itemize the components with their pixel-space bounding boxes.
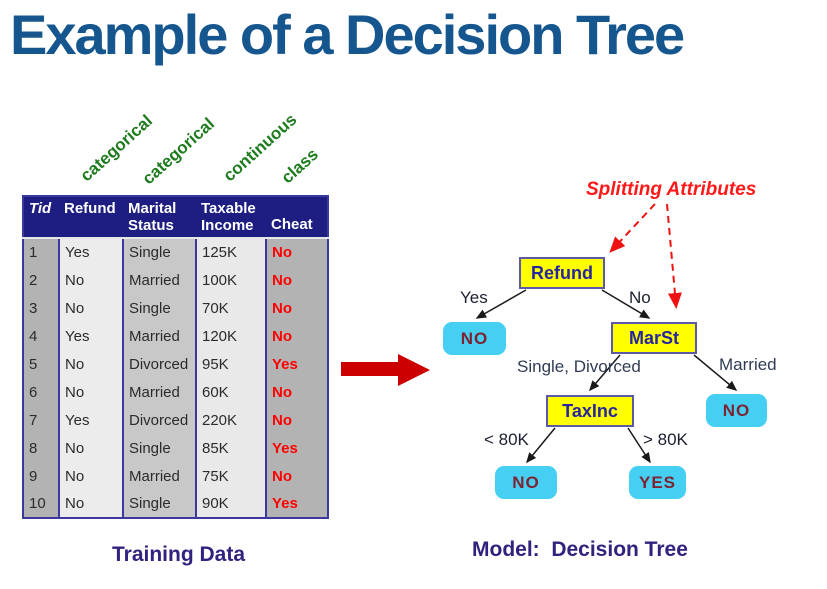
table-header-row: Tid Refund Marital Status Taxable Income… [23,196,328,239]
cell-refund: No [58,462,123,490]
cell-cheat: No [265,462,328,490]
table-row: 7 Yes Divorced 220K No [23,406,328,434]
cell-refund: No [58,378,123,406]
cell-tid: 1 [23,238,59,266]
column-header-refund: Refund [59,196,123,239]
cell-marital-status: Single [122,294,196,322]
table-row: 4 Yes Married 120K No [23,322,328,350]
cell-marital-status: Married [122,462,196,490]
cell-refund: Yes [58,238,123,266]
table-row: 3 No Single 70K No [23,294,328,322]
cell-refund: No [58,294,123,322]
leaf-no-low-income: NO [495,466,557,499]
splitting-attributes-label: Splitting Attributes [586,179,757,200]
cell-marital-status: Married [122,378,196,406]
leaf-no-married: NO [706,394,767,427]
cell-refund: No [58,266,123,294]
cell-cheat: No [265,406,328,434]
cell-marital-status: Married [122,322,196,350]
slide-title: Example of a Decision Tree [10,3,685,66]
cell-tid: 6 [23,378,59,406]
edge-label-gt-80k: > 80K [643,430,688,449]
edge-taxinc-lt80k [526,427,556,464]
cell-taxable-income: 70K [195,294,266,322]
cell-marital-status: Divorced [122,350,196,378]
cell-tid: 8 [23,434,59,462]
cell-refund: Yes [58,322,123,350]
leaf-yes-high-income: YES [629,466,686,499]
cell-refund: No [58,434,123,462]
attribute-type-label-4: class [277,144,322,188]
table-row: 9 No Married 75K No [23,462,328,490]
cell-taxable-income: 220K [195,406,266,434]
cell-taxable-income: 95K [195,350,266,378]
splitting-attributes-pointer-marst [666,203,682,309]
column-header-tid: Tid [23,196,59,239]
cell-marital-status: Single [122,434,196,462]
edge-label-no: No [629,288,651,307]
node-marst: MarSt [611,322,697,354]
cell-refund: No [58,350,123,378]
model-caption: Model: Decision Tree [472,538,688,561]
right-arrow-icon [398,354,430,386]
edge-label-married: Married [719,355,777,374]
cell-cheat: Yes [265,434,328,462]
column-header-cheat: Cheat [266,196,328,239]
cell-tid: 9 [23,462,59,490]
training-data-caption: Training Data [112,543,246,566]
training-data-table: Tid Refund Marital Status Taxable Income… [22,195,329,519]
cell-tid: 5 [23,350,59,378]
cell-marital-status: Single [122,238,196,266]
column-header-marital-status: Marital Status [123,196,196,239]
node-refund: Refund [519,257,605,289]
edge-label-single-divorced: Single, Divorced [517,357,641,376]
cell-refund: Yes [58,406,123,434]
cell-tid: 4 [23,322,59,350]
cell-cheat: Yes [265,490,328,518]
table-row: 8 No Single 85K Yes [23,434,328,462]
cell-tid: 2 [23,266,59,294]
cell-tid: 10 [23,490,59,518]
cell-taxable-income: 75K [195,462,266,490]
edge-label-yes: Yes [460,288,488,307]
cell-taxable-income: 85K [195,434,266,462]
cell-cheat: No [265,322,328,350]
table-row: 2 No Married 100K No [23,266,328,294]
edge-label-lt-80k: < 80K [484,430,529,449]
table-row: 10 No Single 90K Yes [23,490,328,518]
table-row: 5 No Divorced 95K Yes [23,350,328,378]
cell-taxable-income: 90K [195,490,266,518]
table-row: 1 Yes Single 125K No [23,238,328,266]
cell-cheat: No [265,378,328,406]
column-header-taxable-income: Taxable Income [196,196,266,239]
splitting-attributes-pointer-refund [609,203,656,253]
table-row: 6 No Married 60K No [23,378,328,406]
cell-tid: 7 [23,406,59,434]
cell-taxable-income: 125K [195,238,266,266]
cell-refund: No [58,490,123,518]
right-arrow-icon [341,362,399,376]
cell-marital-status: Married [122,266,196,294]
cell-cheat: Yes [265,350,328,378]
cell-marital-status: Divorced [122,406,196,434]
cell-taxable-income: 120K [195,322,266,350]
cell-taxable-income: 100K [195,266,266,294]
cell-taxable-income: 60K [195,378,266,406]
leaf-no-refund-yes: NO [443,322,506,355]
cell-cheat: No [265,266,328,294]
node-taxinc: TaxInc [546,395,634,427]
cell-tid: 3 [23,294,59,322]
cell-marital-status: Single [122,490,196,518]
cell-cheat: No [265,294,328,322]
cell-cheat: No [265,238,328,266]
